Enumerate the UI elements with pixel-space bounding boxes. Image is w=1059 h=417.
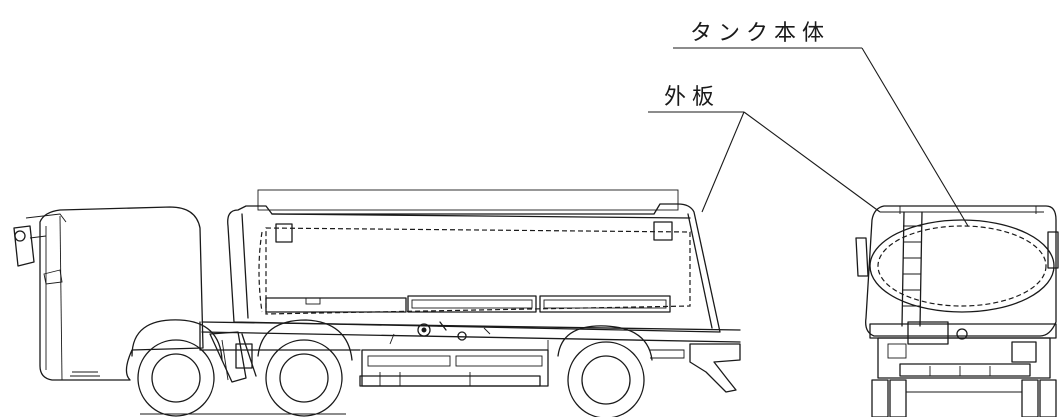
side-view [13,189,741,417]
outer-plate-leader-rear [743,111,881,213]
outer-plate-leader-side [701,111,745,213]
tank-body-callout: タンク本体 [673,21,969,227]
tank-body-label: タンク本体 [690,21,830,46]
rear-wheel-2 [557,325,653,417]
outer-plate-callout: 外板 [648,85,881,213]
rear-ladder [901,211,923,327]
tank-body-leader-line [861,47,969,227]
chassis-equipment [199,321,741,393]
tank-side [201,189,741,343]
rear-wheel-1 [257,319,353,417]
tank-rear-ellipse [869,219,1055,313]
rear-view [855,205,1059,417]
truck-cab [13,206,204,381]
outer-plate-label: 外板 [664,85,720,110]
front-wheel [131,319,223,417]
